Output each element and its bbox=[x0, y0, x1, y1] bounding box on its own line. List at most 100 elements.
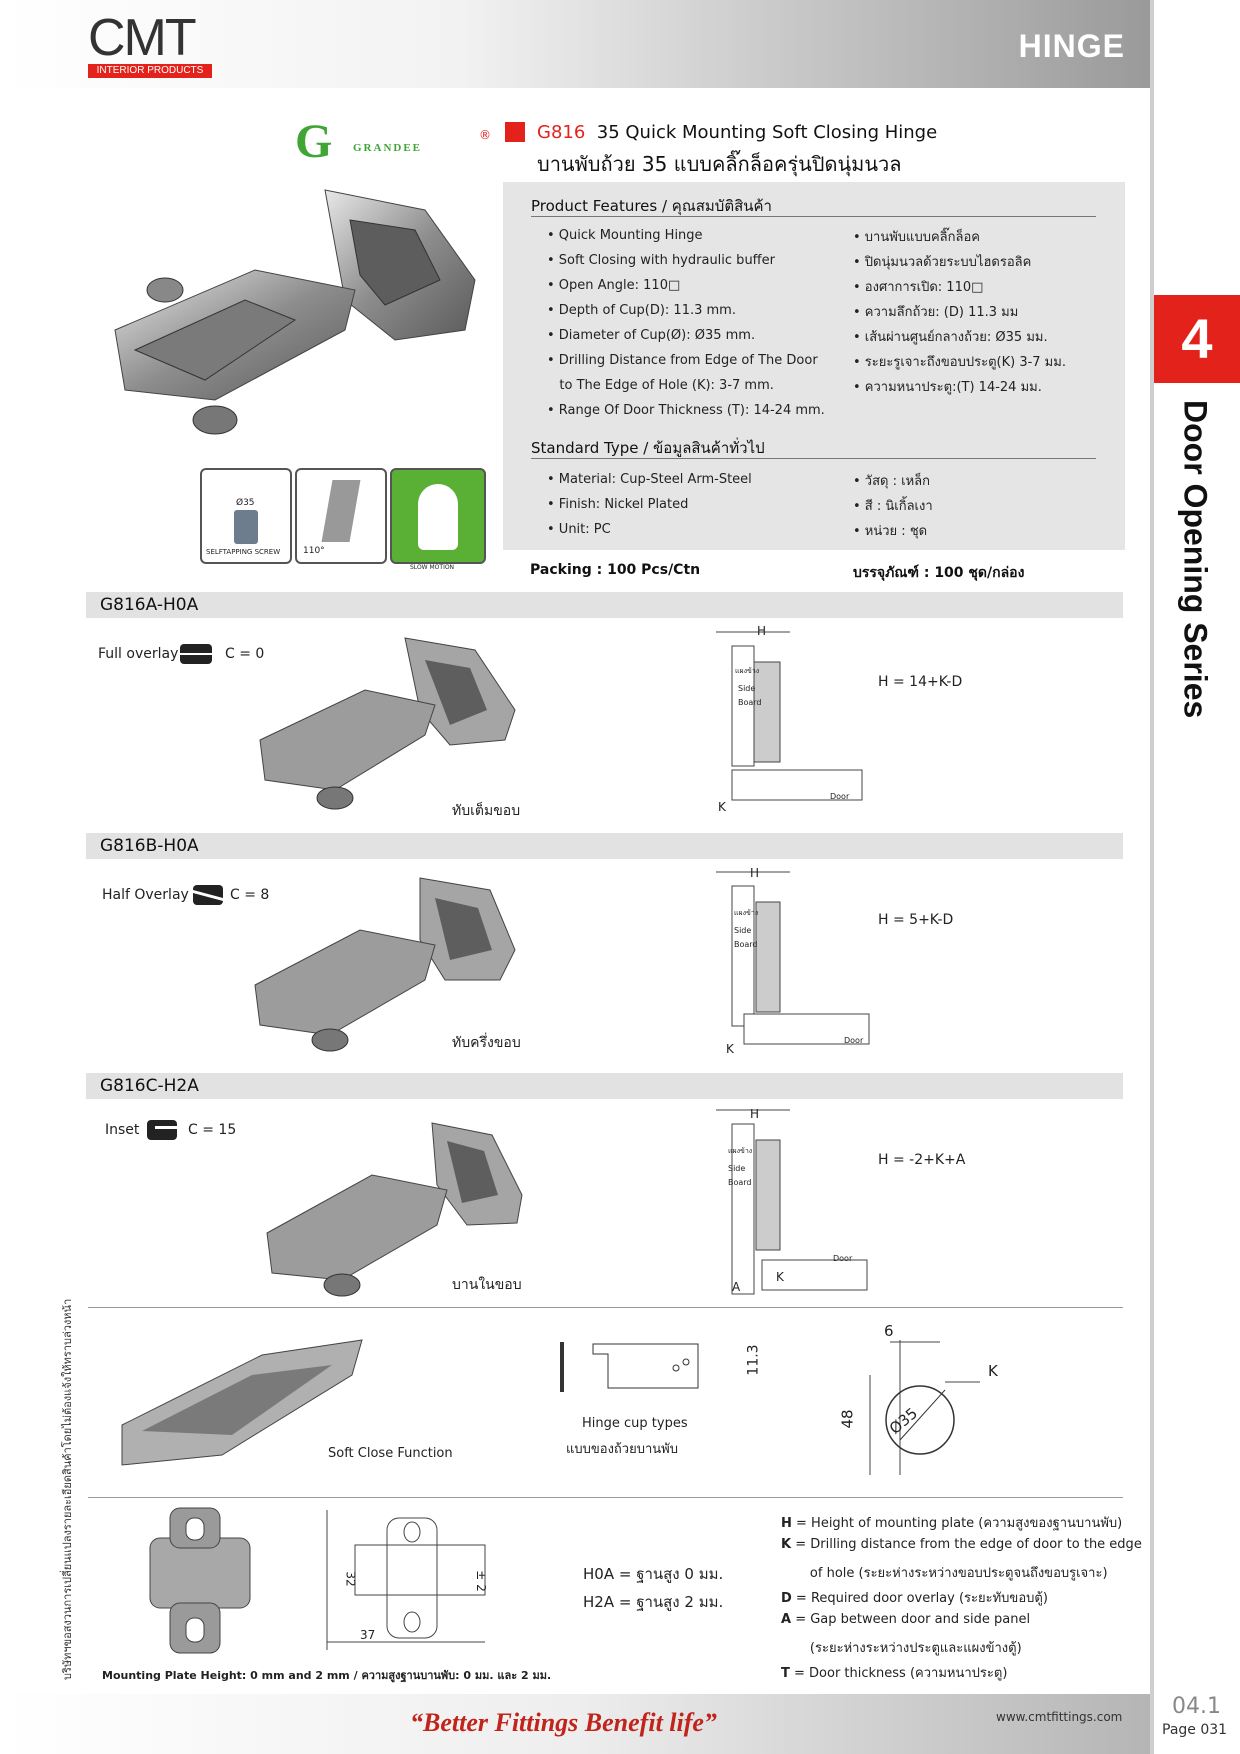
brand-logo: CMT bbox=[88, 9, 197, 67]
feature-en: • Open Angle: 110□ bbox=[547, 278, 681, 293]
plate-width-dim: 37 bbox=[360, 1628, 376, 1642]
feature-th: • เส้นผ่านศูนย์กลางถ้วย: Ø35 มม. bbox=[853, 330, 1048, 345]
soft-close-image bbox=[121, 1339, 363, 1466]
feature-en: • Depth of Cup(D): 11.3 mm. bbox=[547, 303, 736, 318]
divider bbox=[88, 1307, 1123, 1308]
standard-en-item: • Finish: Nickel Plated bbox=[547, 497, 689, 512]
brand-subtitle: INTERIOR PRODUCTS bbox=[88, 64, 212, 78]
angle-label: 110° bbox=[303, 546, 325, 556]
standard-th-item: • หน่วย : ชุด bbox=[853, 524, 928, 539]
overlay-icon bbox=[180, 644, 212, 664]
divider bbox=[88, 1497, 1123, 1498]
dim-h: H bbox=[750, 1107, 760, 1121]
door-label: Door bbox=[844, 1036, 864, 1045]
variant-type: Half Overlay bbox=[102, 887, 189, 903]
variant-th: บานในขอบ bbox=[452, 1277, 522, 1293]
legend-item: of hole (ระยะห่างระหว่างขอบประตูจนถึงขอบ… bbox=[781, 1566, 1108, 1581]
dim-a: A bbox=[732, 1280, 741, 1294]
variant-type: Full overlay bbox=[98, 646, 178, 662]
screw-icon bbox=[234, 510, 258, 544]
standard-en-item: • Unit: PC bbox=[547, 522, 611, 537]
feature-th: • ความหนาประตู:(T) 14-24 มม. bbox=[853, 380, 1042, 395]
dim-h: H bbox=[750, 866, 760, 880]
variant-type-label: Inset bbox=[105, 1122, 140, 1138]
slow-motion-label: SLOW MOTION bbox=[410, 564, 455, 571]
legend-item: (ระยะห่างระหว่างประตูและแผงข้างตู้) bbox=[781, 1641, 1022, 1656]
feature-en: • Drilling Distance from Edge of The Doo… bbox=[547, 353, 818, 368]
person-icon bbox=[418, 484, 458, 550]
icon-open-angle: 110° bbox=[295, 468, 387, 564]
standard-en: • Material: Cup-Steel Arm-Steel • Finish… bbox=[547, 472, 752, 547]
cup-dia-label: Ø35 bbox=[236, 498, 255, 508]
variant-c: C = 8 bbox=[230, 887, 270, 903]
product-title: G816 35 Quick Mounting Soft Closing Hing… bbox=[537, 122, 937, 143]
dim-k: K bbox=[726, 1042, 734, 1056]
board-label: Board bbox=[738, 698, 762, 707]
side-note-text: บริษัทฯขอสงวนการเปลี่ยนแปลงรายละเอียดสิน… bbox=[61, 1298, 74, 1680]
product-title-en: 35 Quick Mounting Soft Closing Hinge bbox=[596, 122, 938, 143]
icon-slow-motion bbox=[390, 468, 486, 564]
side-label: Side bbox=[738, 684, 756, 693]
variant-formula: H = -2+K+A bbox=[878, 1152, 966, 1168]
packing-en: Packing : 100 Pcs/Ctn bbox=[530, 562, 701, 578]
features-th: • บานพับแบบคลิ๊กล็อค • ปิดนุ่มนวลด้วยระบ… bbox=[853, 226, 1066, 401]
variant-band: G816B-H0A bbox=[86, 833, 1123, 859]
variant-hinge-image bbox=[259, 637, 516, 810]
title-marker bbox=[505, 122, 525, 142]
variant-c: C = 0 bbox=[225, 646, 265, 662]
cup-types-th: แบบของถ้วยบานพับ bbox=[566, 1442, 678, 1457]
feature-en: • Diameter of Cup(Ø): Ø35 mm. bbox=[547, 328, 756, 343]
icon-cup-screw: Ø35 SELFTAPPING SCREW bbox=[200, 468, 292, 564]
drill-48: 48 bbox=[838, 1409, 857, 1429]
website-link[interactable]: www.cmtfittings.com bbox=[996, 1710, 1123, 1724]
drilling-diagram bbox=[869, 1340, 980, 1475]
feature-en: • Quick Mounting Hinge bbox=[547, 228, 703, 243]
variant-c: C = 15 bbox=[188, 1122, 237, 1138]
variant-th: ทับครึ่งขอบ bbox=[452, 1035, 521, 1051]
drill-six: 6 bbox=[884, 1322, 894, 1340]
legend-item: H = Height of mounting plate (ความสูงของ… bbox=[781, 1516, 1123, 1531]
mounting-caption: Mounting Plate Height: 0 mm and 2 mm / ค… bbox=[102, 1669, 552, 1682]
feature-th: • ระยะรูเจาะถึงขอบประตู(K) 3-7 มม. bbox=[853, 355, 1066, 370]
dim-h: H bbox=[757, 624, 767, 638]
product-code: G816 bbox=[537, 122, 586, 143]
variant-diagram bbox=[716, 631, 863, 801]
page-number: Page 031 bbox=[1162, 1722, 1228, 1738]
main-hinge-image bbox=[114, 189, 476, 435]
feature-th: • องศาการเปิด: 110□ bbox=[853, 280, 984, 295]
cup-types-en: Hinge cup types bbox=[582, 1416, 688, 1431]
variant-diagram bbox=[716, 1109, 868, 1295]
chapter-divider bbox=[1150, 0, 1154, 1754]
standard-th-item: • สี : นิเกิ้ลเงา bbox=[853, 499, 933, 514]
grandee-reg: ® bbox=[479, 128, 491, 142]
angle-icon bbox=[321, 480, 361, 542]
variant-type-label: Half Overlay bbox=[102, 887, 189, 903]
board-label: Board bbox=[734, 940, 758, 949]
chapter-number: 4 bbox=[1154, 295, 1240, 383]
category-title: HINGE bbox=[1018, 28, 1125, 64]
h2a-note: H2A = ฐานสูง 2 มม. bbox=[583, 1593, 724, 1611]
grandee-word: GRANDEE bbox=[353, 142, 423, 154]
soft-close-label: Soft Close Function bbox=[328, 1446, 453, 1461]
legend: H = Height of mounting plate (ความสูงของ… bbox=[781, 1512, 1142, 1687]
slogan: “Better Fittings Benefit life” bbox=[410, 1708, 717, 1737]
section-page-number: 04.1 bbox=[1172, 1694, 1221, 1719]
feature-en: • Soft Closing with hydraulic buffer bbox=[547, 253, 775, 268]
plate-height-dim: 32 bbox=[343, 1571, 358, 1587]
variant-diagram bbox=[716, 871, 870, 1045]
chapter-series: Door Opening Series bbox=[1150, 400, 1240, 780]
footer-bar bbox=[0, 1694, 1150, 1754]
variant-hinge-image bbox=[266, 1122, 523, 1297]
variant-band: G816C-H2A bbox=[86, 1073, 1123, 1099]
features-line bbox=[531, 216, 1096, 217]
door-label: Door bbox=[833, 1254, 853, 1263]
side-th: แผงข้าง bbox=[734, 909, 759, 917]
inset-icon bbox=[147, 1120, 177, 1140]
feature-th: • บานพับแบบคลิ๊กล็อค bbox=[853, 230, 980, 245]
standard-en-item: • Material: Cup-Steel Arm-Steel bbox=[547, 472, 752, 487]
features-heading: Product Features / คุณสมบัติสินค้า bbox=[531, 197, 772, 215]
features-en: • Quick Mounting Hinge • Soft Closing wi… bbox=[547, 228, 825, 428]
standard-th-item: • วัสดุ : เหล็ก bbox=[853, 474, 930, 489]
drill-k: K bbox=[988, 1362, 998, 1380]
grandee-letter: G bbox=[295, 115, 333, 168]
